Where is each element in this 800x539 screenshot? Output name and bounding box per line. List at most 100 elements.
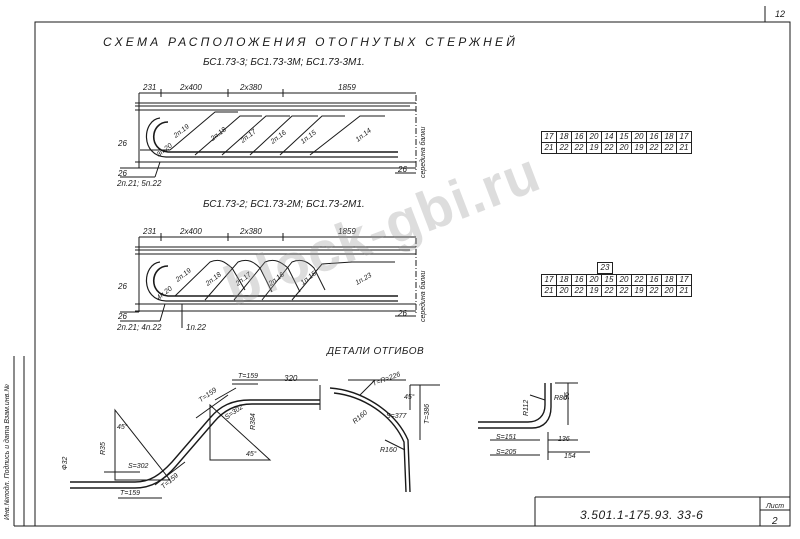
- table-cell: 19: [631, 285, 647, 297]
- drawing-code: 3.501.1-175.93. 33-6: [580, 508, 704, 522]
- detail1-label: S=302: [128, 463, 149, 470]
- sheet-label: Лист: [766, 503, 785, 510]
- lower-right-dim: 26: [398, 309, 407, 318]
- table-cell: 22: [601, 142, 617, 154]
- table-cell: 20: [616, 142, 632, 154]
- table-cell: 20: [616, 274, 632, 286]
- table-cell: 15: [601, 274, 617, 286]
- details-title: ДЕТАЛИ ОТГИБОВ: [327, 346, 425, 357]
- lower-dim-2: 2х400: [180, 227, 202, 236]
- table-cell: 21: [676, 142, 692, 154]
- sheet-number: 2: [772, 516, 778, 527]
- table-cell: 22: [571, 285, 587, 297]
- table-cell: 22: [571, 142, 587, 154]
- bend-detail-2: [329, 379, 440, 493]
- upper-left-dim-bottom: 26: [118, 169, 127, 178]
- detail3-label: 96: [564, 392, 571, 400]
- detail1-label: R35: [100, 442, 107, 455]
- table-cell: 19: [586, 285, 602, 297]
- detail1-label: 320: [284, 374, 298, 383]
- table-cell: 22: [616, 285, 632, 297]
- lower-scheme-subtitle: БС1.73-2; БС1.73-2М; БС1.73-2М1.: [203, 199, 365, 210]
- detail3-label: 136: [558, 436, 570, 443]
- scheme-title: СХЕМА РАСПОЛОЖЕНИЯ ОТОГНУТЫХ СТЕРЖНЕЙ: [103, 35, 519, 49]
- table-cell: 23: [597, 262, 613, 274]
- detail1-label: 45°: [117, 424, 128, 431]
- lower-axis-label: середина балки: [420, 270, 427, 322]
- table-cell: 21: [541, 285, 557, 297]
- upper-dim-4: 1859: [338, 83, 356, 92]
- upper-dim-2: 2х400: [180, 83, 202, 92]
- table-cell: 20: [586, 131, 602, 143]
- table-cell: 20: [586, 274, 602, 286]
- lower-left-dim-top: 26: [118, 282, 127, 291]
- upper-left-dim-top: 26: [118, 139, 127, 148]
- table-cell: 19: [586, 142, 602, 154]
- upper-bottom-note: 2п.21; 5п.22: [117, 179, 162, 188]
- detail1-label: Т=159: [238, 373, 259, 380]
- detail1-label: 45°: [246, 451, 257, 458]
- table-cell: 17: [676, 131, 692, 143]
- detail2-label: Т=386: [424, 403, 431, 424]
- detail2-label: 45°: [404, 394, 415, 401]
- table-cell: 20: [661, 285, 677, 297]
- table-cell: 20: [556, 285, 572, 297]
- lower-dim-4: 1859: [338, 227, 356, 236]
- table-cell: 18: [661, 131, 677, 143]
- upper-right-dim: 26: [398, 165, 407, 174]
- table-cell: 16: [646, 274, 662, 286]
- side-caption: Инв.№подл. Подпись и дата Взам.инв.№: [4, 384, 11, 520]
- table-cell: 17: [541, 274, 557, 286]
- detail3-label: S=151: [496, 434, 517, 441]
- detail3-label: R112: [523, 399, 530, 416]
- table-cell: 18: [661, 274, 677, 286]
- table-cell: 14: [601, 131, 617, 143]
- detail2-label: S=377: [386, 413, 407, 420]
- table-cell: 17: [541, 131, 557, 143]
- detail3-label: 154: [564, 453, 576, 460]
- detail1-label: Т=159: [120, 490, 141, 497]
- table-cell: 20: [631, 131, 647, 143]
- table-cell: 21: [541, 142, 557, 154]
- table-row: 23: [597, 262, 613, 274]
- lower-beam-scheme: [120, 233, 417, 328]
- detail3-label: S=205: [496, 449, 517, 456]
- detail2-label: R160: [380, 447, 397, 454]
- upper-dim-1: 231: [143, 83, 157, 92]
- lower-dim-1: 231: [143, 227, 157, 236]
- lower-left-dim-bottom: 26: [118, 312, 127, 321]
- upper-beam-scheme: [120, 89, 417, 178]
- table-cell: 16: [646, 131, 662, 143]
- lower-dim-3: 2х380: [240, 227, 262, 236]
- detail1-label: R384: [250, 413, 257, 430]
- table-cell: 15: [616, 131, 632, 143]
- detail3-label: R80: [554, 395, 567, 402]
- table-cell: 22: [646, 285, 662, 297]
- table-cell: 16: [571, 131, 587, 143]
- sheet-frame: [13, 6, 791, 527]
- table-cell: 22: [661, 142, 677, 154]
- lower-bottom-note-2: 1п.22: [186, 323, 206, 332]
- table-cell: 21: [676, 285, 692, 297]
- table-cell: 22: [631, 274, 647, 286]
- lower-bar-table-top: 23: [597, 262, 613, 274]
- upper-axis-label: середина балки: [420, 126, 427, 178]
- table-cell: 17: [676, 274, 692, 286]
- detail1-label: Ф32: [62, 456, 69, 470]
- upper-dim-3: 2х380: [240, 83, 262, 92]
- lower-bottom-note: 2п.21; 4п.22: [117, 323, 162, 332]
- table-cell: 18: [556, 274, 572, 286]
- bend-detail-3: [478, 382, 590, 460]
- upper-scheme-subtitle: БС1.73-3; БС1.73-3М; БС1.73-3М1.: [203, 57, 365, 68]
- table-cell: 18: [556, 131, 572, 143]
- bend-detail-1: [70, 379, 321, 499]
- page-number: 12: [775, 9, 786, 19]
